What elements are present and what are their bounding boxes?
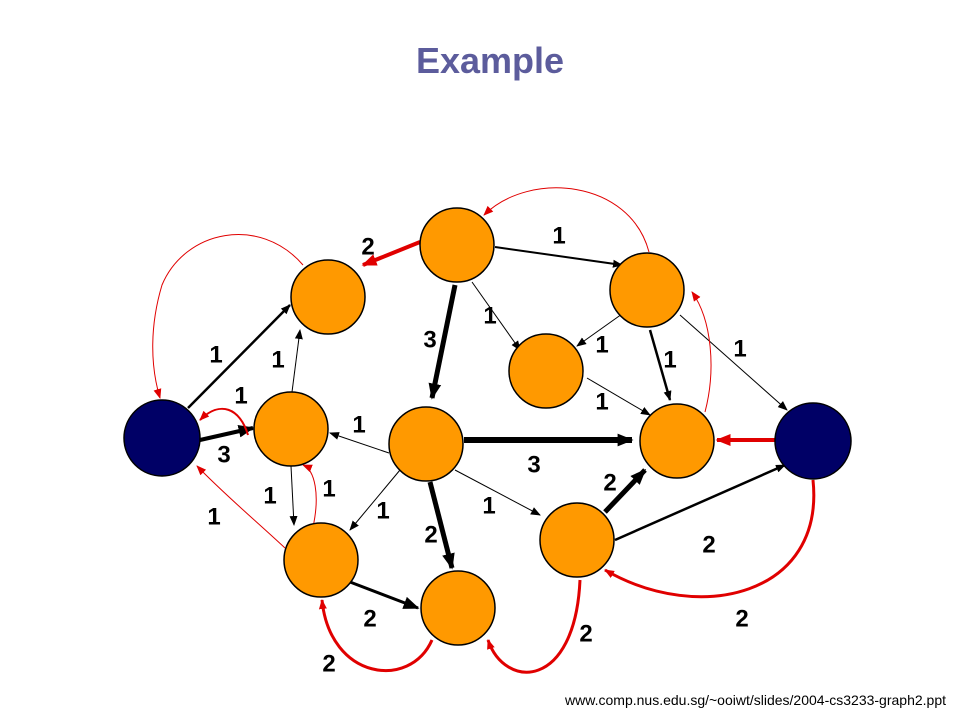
edge-d-j <box>454 469 541 516</box>
label-j-t: 2 <box>702 531 715 558</box>
edge-b-e <box>289 465 298 526</box>
node-j <box>539 502 615 578</box>
label-d-h: 3 <box>527 451 540 478</box>
residual-t-j <box>604 479 816 599</box>
label-b-a: 1 <box>271 346 284 373</box>
edge-c-g <box>494 246 623 268</box>
residual-h-g <box>691 291 712 413</box>
edge-s-b <box>199 424 255 442</box>
edge-g-t <box>679 314 788 411</box>
node-b <box>253 391 329 467</box>
label-g-h: 1 <box>663 346 676 373</box>
edge-g-h <box>648 329 672 401</box>
source-url: www.comp.nus.edu.sg/~ooiwt/slides/2004-c… <box>565 692 946 708</box>
label-j-h: 2 <box>603 469 616 496</box>
node-g <box>609 252 685 328</box>
node-i <box>420 570 496 646</box>
edge-d-b <box>329 432 390 454</box>
edge-j-h <box>603 468 647 514</box>
residual-j-i <box>486 579 582 674</box>
label-e-b: 1 <box>322 475 335 502</box>
label-d-b: 1 <box>352 411 365 438</box>
residual-i-e <box>318 599 434 673</box>
label-g-t: 1 <box>733 335 746 362</box>
residual-g-c <box>483 187 650 253</box>
label-c-a: 2 <box>361 233 374 260</box>
node-a <box>290 259 366 335</box>
node-c <box>419 207 495 283</box>
node-source <box>123 399 201 477</box>
label-d-e: 1 <box>376 497 389 524</box>
edge-s-a <box>187 304 291 409</box>
slide-title: Example <box>415 40 565 81</box>
node-sink <box>774 402 852 480</box>
label-s-b: 3 <box>217 441 230 468</box>
node-h <box>639 403 715 479</box>
label-d-i: 2 <box>424 521 437 548</box>
edge-d-i <box>427 481 455 570</box>
edge-d-e <box>349 469 401 531</box>
label-d-j: 1 <box>482 492 495 519</box>
node-d <box>388 406 464 482</box>
label-g-f: 1 <box>595 331 608 358</box>
edge-c-d <box>428 284 458 400</box>
edge-b-a <box>291 329 303 393</box>
edge-j-t <box>614 463 786 542</box>
label-e-s: 1 <box>207 503 220 530</box>
edge-g-f <box>576 313 623 347</box>
label-c-g: 1 <box>552 222 565 249</box>
label-f-h: 1 <box>595 388 608 415</box>
node-f <box>508 333 584 409</box>
edge-e-i <box>349 580 420 610</box>
label-t-j: 2 <box>735 605 748 632</box>
residual-b-s <box>199 408 249 436</box>
residual-c-a <box>361 240 421 267</box>
label-e-i: 2 <box>363 605 376 632</box>
label-j-i: 2 <box>579 620 592 647</box>
label-c-f: 1 <box>483 302 496 329</box>
label-i-e: 2 <box>322 650 335 677</box>
label-b-e: 1 <box>263 482 276 509</box>
residual-e-b <box>302 464 317 528</box>
node-e <box>283 522 359 598</box>
residual-a-s <box>152 234 304 399</box>
residual-e-s <box>196 465 286 549</box>
label-s-a: 1 <box>209 341 222 368</box>
edge-f-h <box>586 377 651 416</box>
label-c-d: 3 <box>423 326 436 353</box>
label-b-s: 1 <box>234 382 247 409</box>
edge-c-f <box>471 281 521 351</box>
